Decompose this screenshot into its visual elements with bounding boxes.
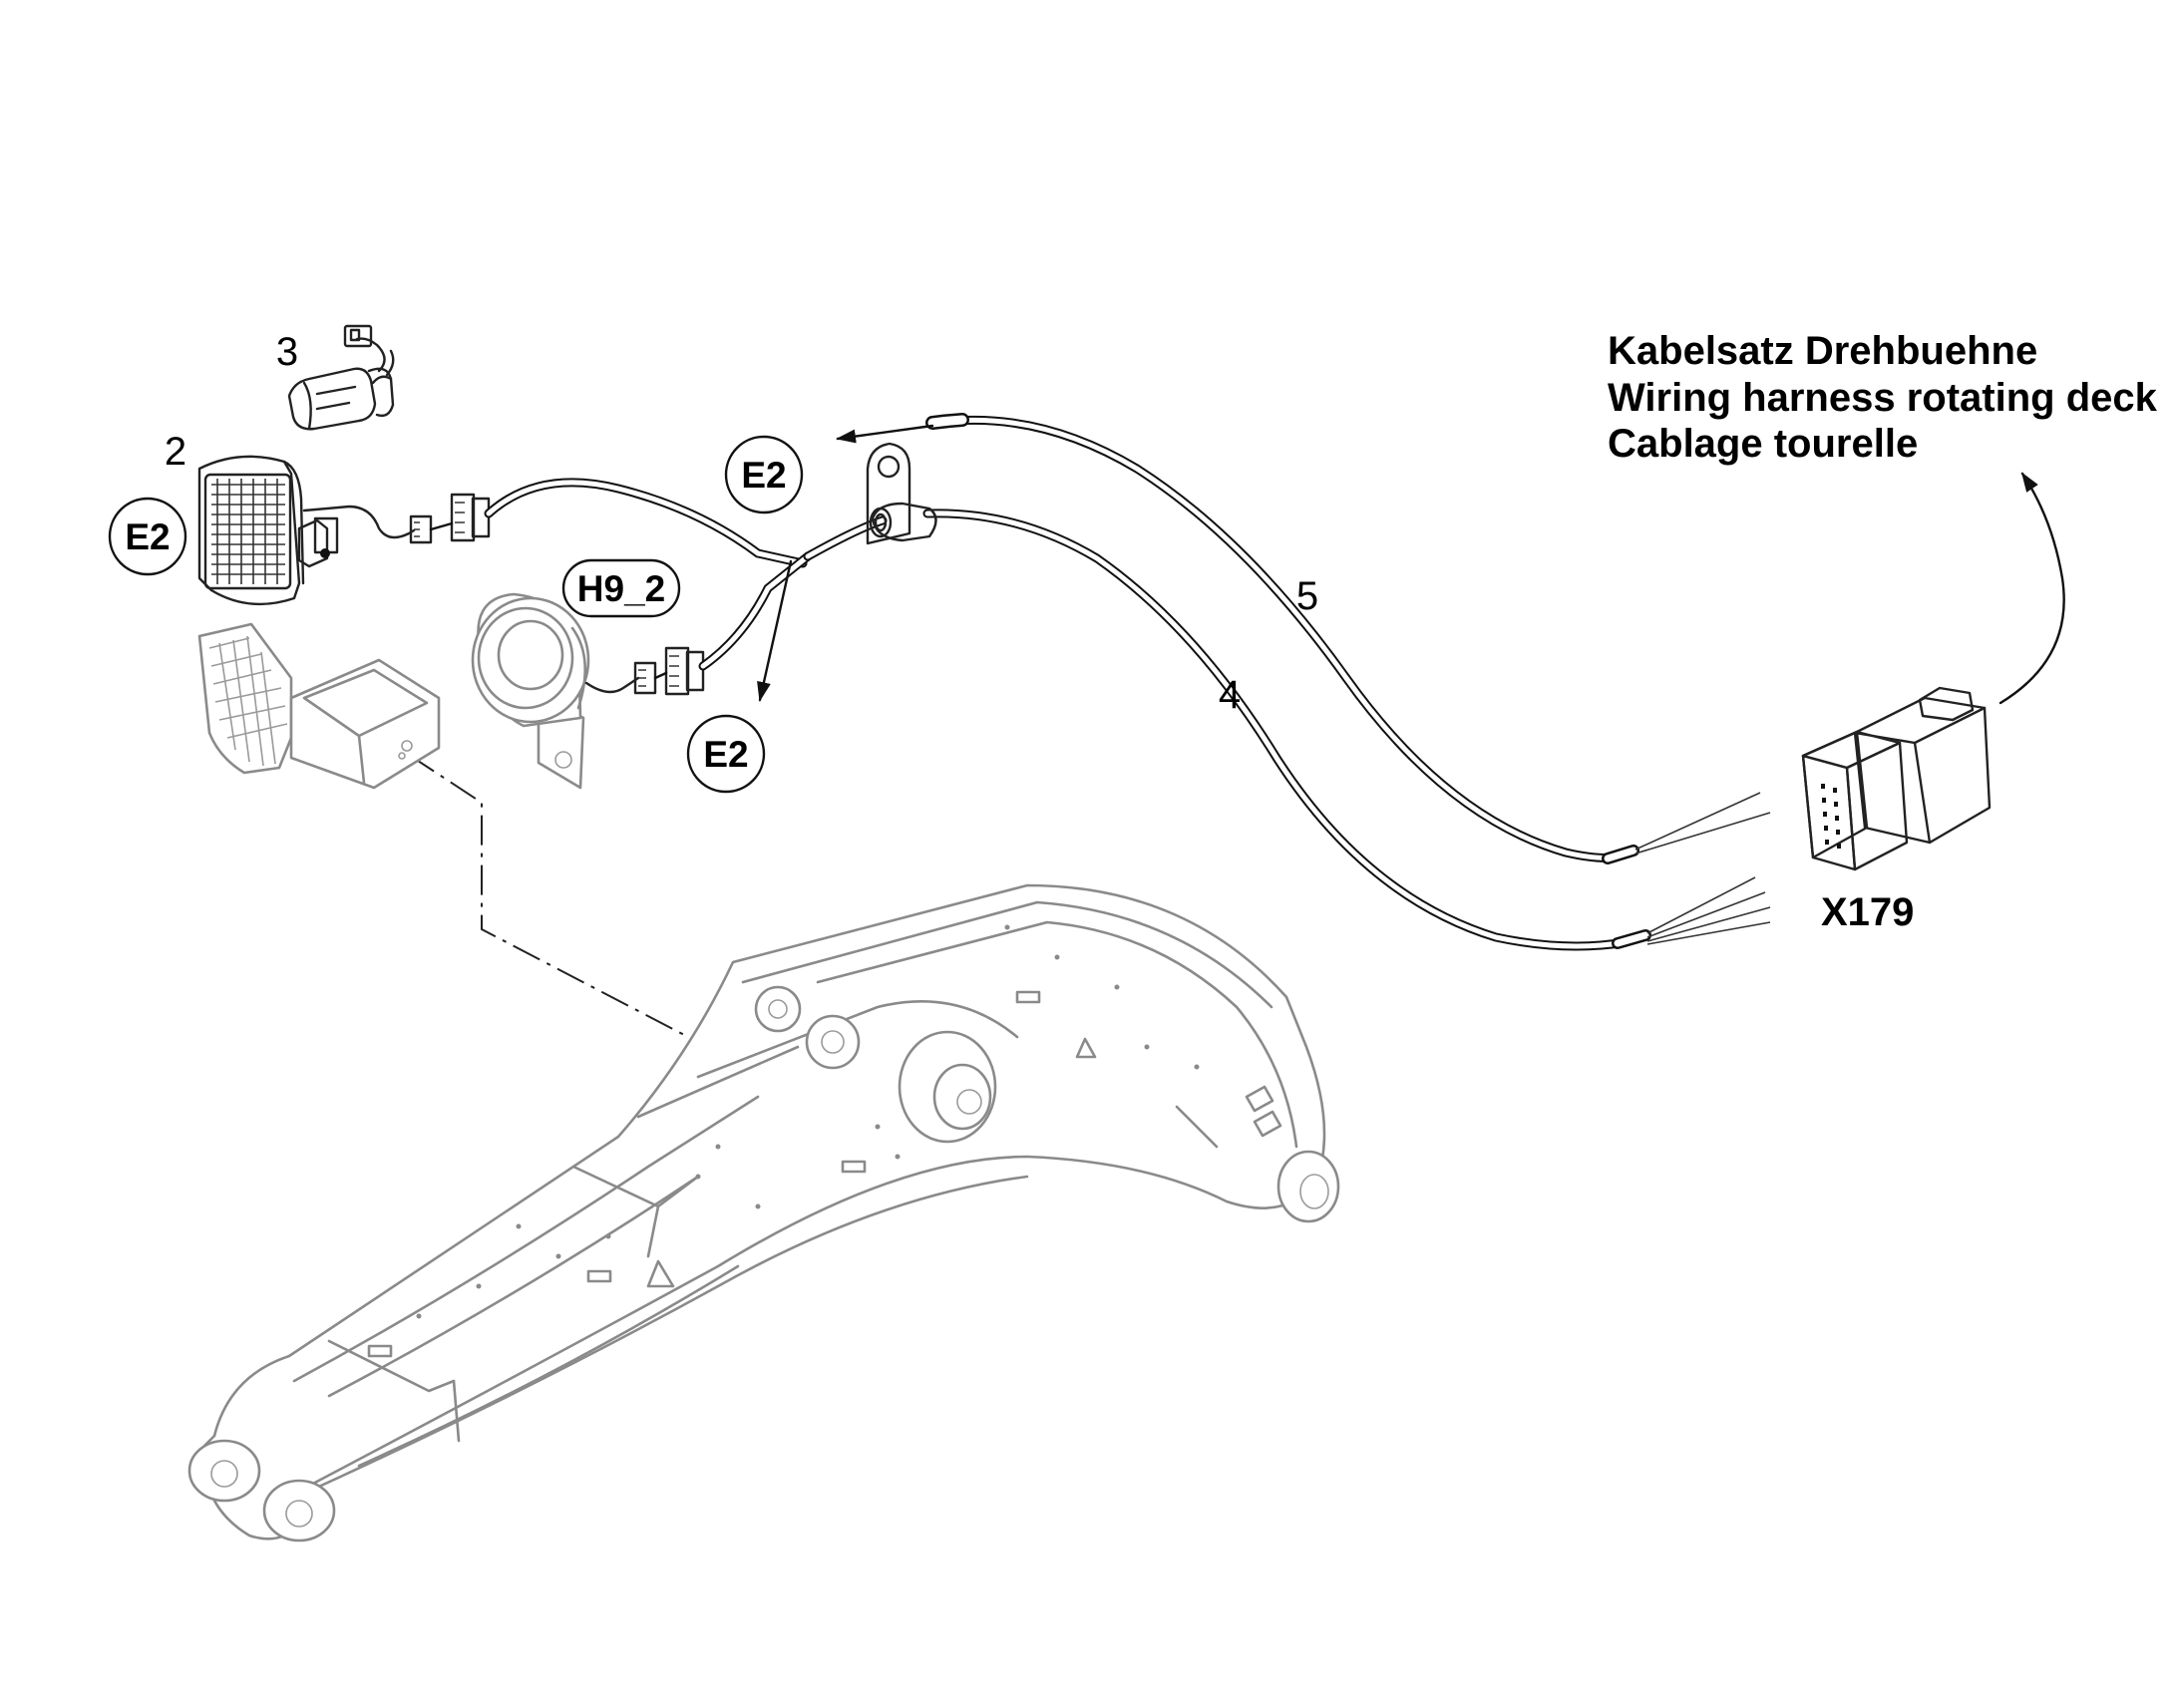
item-number-2: 2	[165, 430, 186, 474]
reference-tag-wire-bottom: E2	[686, 714, 766, 794]
reference-tag-horn: H9_2	[561, 558, 681, 618]
tag-wire-top-text: E2	[741, 455, 786, 496]
item-number-5: 5	[1296, 574, 1318, 618]
main-cables	[803, 413, 1771, 951]
harness-title-en: Wiring harness rotating deck	[1608, 376, 2158, 420]
harness-branches	[429, 478, 813, 702]
cable-grommet	[866, 442, 937, 545]
wire-tag-arrow	[836, 424, 934, 444]
connector-label: X179	[1821, 890, 1914, 934]
reference-tag-wire-top: E2	[724, 435, 804, 514]
tag-wire-bottom-text: E2	[703, 734, 748, 775]
reference-tag-lamp: E2	[108, 497, 187, 576]
tag-lamp-text: E2	[125, 516, 170, 557]
lamp-bulb	[287, 324, 395, 431]
item-number-4: 4	[1219, 673, 1241, 717]
harness-title: Kabelsatz Drehbuehne Wiring harness rota…	[1608, 329, 2158, 466]
mounting-line	[408, 754, 689, 1038]
harness-title-de: Kabelsatz Drehbuehne	[1608, 329, 2037, 373]
horn	[471, 592, 657, 790]
item-number-3: 3	[276, 330, 298, 374]
tag-horn-text: H9_2	[577, 568, 665, 609]
harness-title-fr: Cablage tourelle	[1608, 422, 1918, 466]
excavator-boom	[187, 883, 1340, 1542]
work-lamp	[197, 455, 433, 606]
connector-x179	[1801, 472, 2065, 871]
lamp-bracket	[197, 622, 441, 790]
